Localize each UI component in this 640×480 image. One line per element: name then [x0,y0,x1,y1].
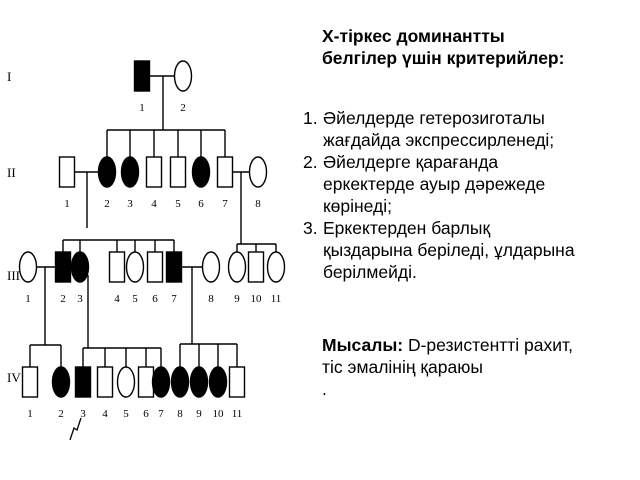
individual-number: 10 [251,293,263,305]
criterion-text: Әйелдерде гетерозиготалы [323,108,545,128]
individual-number: 5 [132,293,138,305]
individual-number: 4 [102,408,108,420]
criterion-2-line-1: 2.Әйелдерге қарағанда [303,151,575,173]
generation-label: I [7,69,11,84]
male-symbol [21,366,39,398]
individual-number: 1 [25,293,31,305]
generation-label: III [7,268,20,283]
female-symbol [70,251,90,283]
criterion-1-line-1: 1.Әйелдерде гетерозиготалы [303,107,575,129]
criterion-1-number: 1. [303,108,318,128]
male-symbol [145,156,163,188]
criterion-3-line-3: берілмейді. [303,261,575,283]
criterion-text: Еркектерден барлық [323,218,491,238]
male-symbol [146,251,164,283]
individual-number: 6 [198,198,204,210]
example-block: Мысалы: D-резистентті рахит, тіс эмаліні… [322,334,573,400]
individual-number: 1 [139,102,145,114]
female-symbol [173,60,193,92]
individual-number: 2 [58,408,64,420]
individual-number: 3 [77,293,83,305]
female-symbol [248,156,268,188]
proband-arrow [69,417,82,440]
male-symbol [169,156,187,188]
generation-label: IV [7,370,21,385]
criteria-list: 1.Әйелдерде гетерозиготалы жағдайда эксп… [303,107,575,283]
male-symbol [137,366,155,398]
individual-number: 4 [151,198,157,210]
criterion-text: көрінеді; [323,196,392,216]
male-symbol [58,156,76,188]
male-symbol [133,60,151,92]
criterion-1-line-2: жағдайда экспрессирленеді; [303,129,575,151]
female-symbol [97,156,117,188]
male-symbol [108,251,126,283]
female-symbol [208,366,228,398]
male-symbol [165,251,183,283]
individual-number: 3 [80,408,86,420]
criterion-2-line-2: еркектерде ауыр дәрежеде [303,173,575,195]
female-symbol [151,366,171,398]
example-line-3: . [322,379,327,399]
individual-number: 8 [255,198,261,210]
individual-number: 5 [175,198,181,210]
individual-number: 11 [232,408,243,420]
example-line-1: Мысалы: D-резистентті рахит, [322,334,573,356]
individual-number: 9 [234,293,240,305]
female-symbol [125,251,145,283]
individual-number: 2 [60,293,66,305]
individual-number: 8 [177,408,183,420]
female-symbol [227,251,247,283]
female-symbol [51,366,71,398]
criterion-text: қыздарына беріледі, ұлдарына [323,240,575,260]
heading-line-1: Х-тіркес доминантты [322,26,505,46]
male-symbol [54,251,72,283]
individual-number: 5 [123,408,129,420]
individual-number: 7 [171,293,177,305]
individual-number: 6 [143,408,149,420]
male-symbol [96,366,114,398]
individual-number: 4 [114,293,120,305]
male-symbol [247,251,265,283]
criterion-text: жағдайда экспрессирленеді; [323,130,555,150]
individual-number: 2 [180,102,186,114]
female-symbol [189,366,209,398]
criterion-text: берілмейді. [323,262,417,282]
individual-number: 8 [208,293,214,305]
female-symbol [170,366,190,398]
individual-number: 2 [104,198,110,210]
heading: Х-тіркес доминантты белгілер үшін критер… [322,25,564,69]
criterion-3-line-1: 3.Еркектерден барлық [303,217,575,239]
individual-number: 1 [27,408,33,420]
criterion-text: Әйелдерге қарағанда [323,152,499,172]
female-symbol [18,251,38,283]
example-line-2: тіс эмалінің қараюы [322,357,483,377]
individual-number: 1 [64,198,70,210]
female-symbol [266,251,286,283]
female-symbol [116,366,136,398]
generation-label: II [7,165,16,180]
criterion-3-number: 3. [303,218,318,238]
heading-line-2: белгілер үшін критерийлер: [322,48,565,68]
female-symbol [201,251,221,283]
example-text-1: D-резистентті рахит, [407,335,573,355]
individual-number: 7 [158,408,164,420]
criterion-3-line-2: қыздарына беріледі, ұлдарына [303,239,575,261]
male-symbol [74,366,92,398]
individual-number: 10 [213,408,225,420]
individual-number: 9 [196,408,202,420]
female-symbol [120,156,140,188]
individual-number: 11 [271,293,282,305]
individual-number: 3 [127,198,133,210]
individual-number: 6 [152,293,158,305]
example-label: Мысалы: [322,335,404,355]
individual-number: 7 [222,198,228,210]
criterion-text: еркектерде ауыр дәрежеде [323,174,546,194]
male-symbol [216,156,234,188]
criterion-2-line-3: көрінеді; [303,195,575,217]
male-symbol [228,366,246,398]
female-symbol [191,156,211,188]
criterion-2-number: 2. [303,152,318,172]
